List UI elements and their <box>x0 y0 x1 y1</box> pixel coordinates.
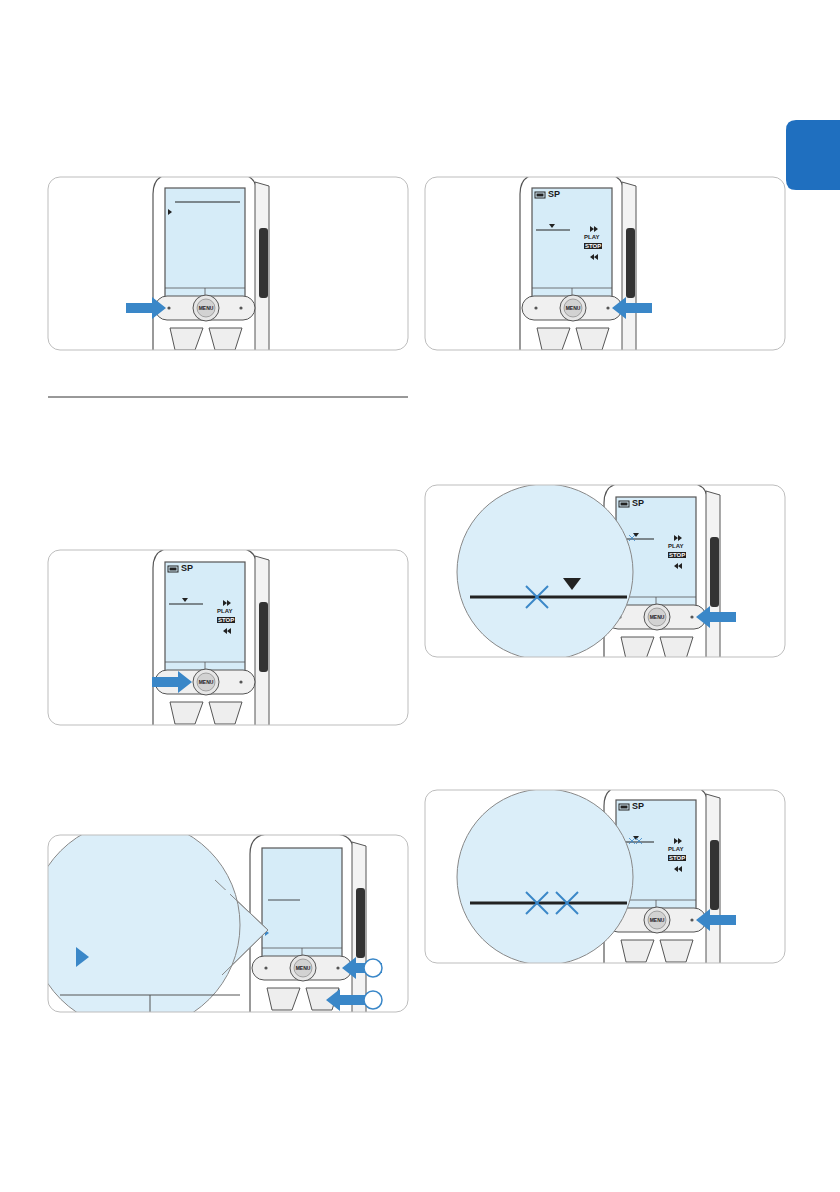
screen-text: STOP <box>668 855 686 861</box>
button-label: MENU <box>296 966 311 971</box>
screen-text: PLAY <box>584 234 599 240</box>
screen-text: STOP <box>668 552 686 558</box>
button-label: MENU <box>199 680 214 685</box>
screen-text: PLAY <box>217 608 232 614</box>
button-label: MENU <box>650 918 665 923</box>
button-label: MENU <box>650 615 665 620</box>
screen-text: PLAY <box>668 846 683 852</box>
button-label: MENU <box>566 306 581 311</box>
screen-text: SP <box>181 564 193 573</box>
screen-text: STOP <box>217 617 235 623</box>
screen-text: SP <box>548 190 560 199</box>
screen-text: SP <box>632 802 644 811</box>
button-label: MENU <box>199 306 214 311</box>
screen-text: PLAY <box>668 543 683 549</box>
screen-text: STOP <box>584 243 602 249</box>
screen-text: SP <box>632 499 644 508</box>
